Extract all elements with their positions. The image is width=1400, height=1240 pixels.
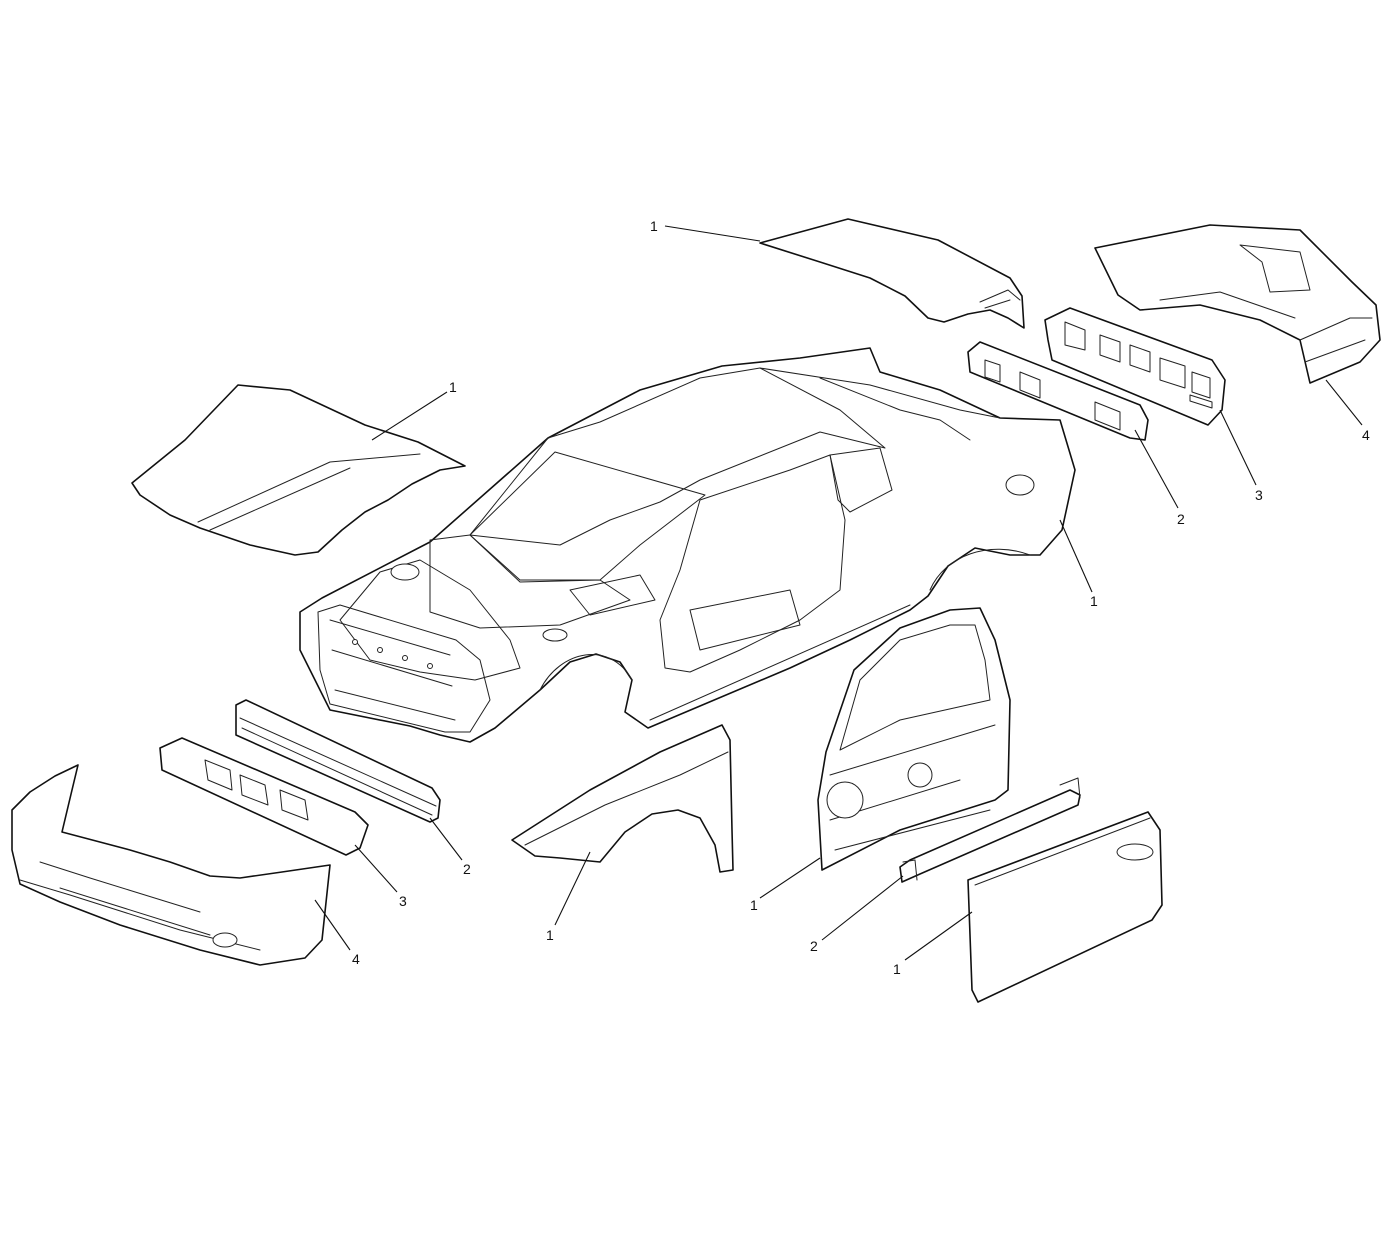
callout-rear-energy-absorber: 3 [1255, 487, 1263, 503]
callout-front-bumper-fascia: 4 [352, 951, 360, 967]
door-impact-beam [899, 777, 1081, 883]
leader-lines [314, 225, 1363, 961]
leader-rear-impact-bar [1134, 429, 1179, 509]
leader-front-energy-absorber [354, 844, 398, 893]
rear-bumper-fascia [1094, 224, 1381, 384]
leader-rear-bumper-fascia [1325, 379, 1363, 426]
rear-energy-absorber [1044, 307, 1226, 426]
leader-front-fender [554, 851, 591, 926]
callout-labels: 1 4 3 2 1 1 1 1 2 1 2 3 4 [352, 218, 1370, 977]
rear-impact-bar [967, 341, 1149, 441]
leader-front-bumper-fascia [314, 899, 351, 951]
front-impact-bar [235, 699, 441, 823]
trunk-lid [759, 218, 1025, 329]
callout-hood: 1 [449, 379, 457, 395]
leader-hood [371, 391, 448, 441]
body-shell [299, 347, 1076, 743]
callout-door-frame: 1 [750, 897, 758, 913]
front-bumper-fascia [11, 764, 331, 966]
callout-rear-impact-bar: 2 [1177, 511, 1185, 527]
door-outer-panel [967, 811, 1163, 1003]
callout-front-fender: 1 [546, 927, 554, 943]
leader-front-impact-bar [429, 817, 463, 861]
callout-rear-bumper-fascia: 4 [1362, 427, 1370, 443]
callout-front-impact-bar: 2 [463, 861, 471, 877]
leader-trunk-lid [664, 225, 761, 242]
callout-door-impact-beam: 2 [810, 938, 818, 954]
leader-rear-energy-absorber [1219, 409, 1257, 486]
leader-door-outer-panel [904, 911, 973, 961]
front-energy-absorber [159, 737, 369, 856]
callout-rear-quarter-panel: 1 [1090, 593, 1098, 609]
callout-trunk-lid: 1 [650, 218, 658, 234]
door-frame [817, 607, 1011, 871]
leader-door-impact-beam [821, 875, 904, 941]
leader-rear-quarter-panel [1059, 519, 1093, 593]
front-fender [511, 724, 734, 873]
hood [131, 384, 466, 556]
leader-door-frame [759, 857, 821, 899]
callout-front-energy-absorber: 3 [399, 893, 407, 909]
callout-door-outer-panel: 1 [893, 961, 901, 977]
